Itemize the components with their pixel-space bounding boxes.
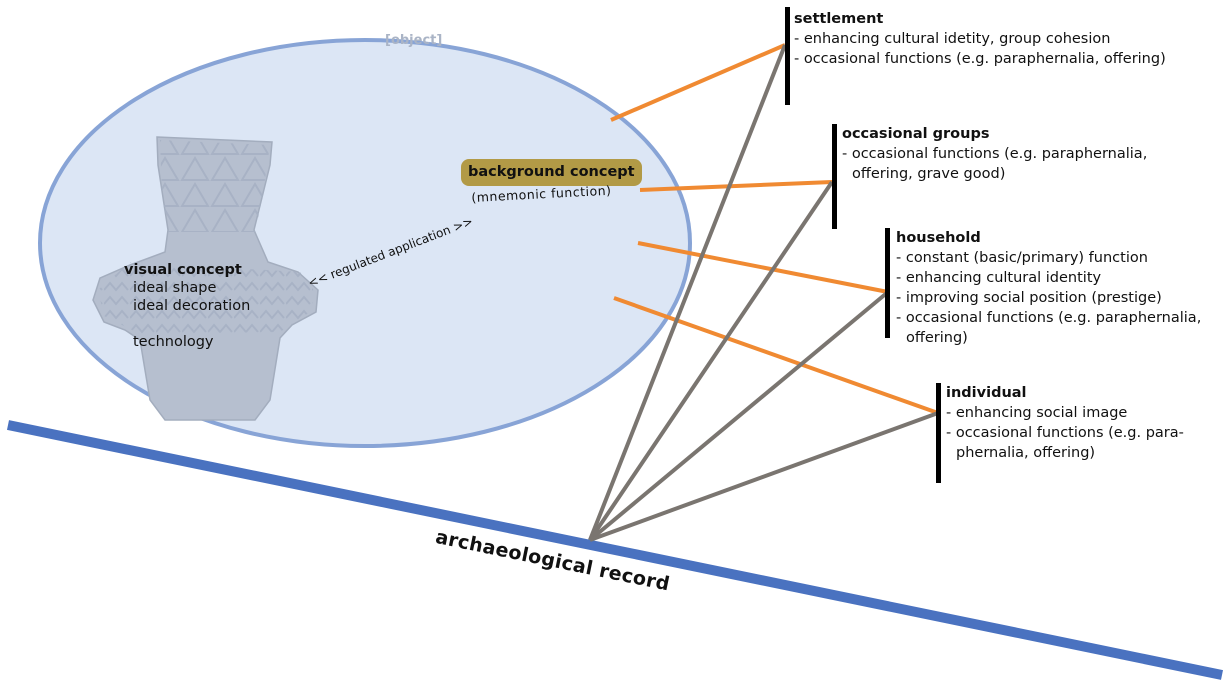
visual-concept-item: ideal decoration [133, 298, 251, 314]
level-item: - enhancing cultural identity [896, 270, 1102, 286]
object-ellipse [38, 38, 692, 448]
level-item: - enhancing social image [946, 405, 1128, 421]
bar-occasional-groups [832, 124, 837, 229]
gray-link-household [588, 290, 890, 542]
object-label: [object] [385, 33, 443, 48]
level-item: - improving social position (prestige) [896, 290, 1162, 306]
visual-concept-item: ideal shape [133, 280, 217, 296]
level-title: occasional groups [842, 126, 990, 142]
level-item: - occasional functions (e.g. paraphernal… [842, 146, 1148, 162]
level-occasional-groups: occasional groups - occasional functions… [842, 124, 1147, 184]
level-household: household - constant (basic/primary) fun… [896, 228, 1201, 348]
level-bars [785, 7, 941, 483]
ceramic-vessel-image [92, 136, 319, 421]
level-item: - enhancing cultural idetity, group cohe… [794, 31, 1111, 47]
archaeological-record-line [6, 420, 1224, 680]
orange-connectors [610, 43, 939, 415]
visual-concept-title: visual concept [124, 262, 242, 278]
level-title: household [896, 230, 981, 246]
level-item: - constant (basic/primary) function [896, 250, 1148, 266]
level-item: - occasional functions (e.g. paraphernal… [794, 51, 1166, 67]
level-settlement: settlement - enhancing cultural idetity,… [794, 9, 1166, 69]
orange-link-individual [613, 296, 939, 415]
orange-link-settlement [610, 43, 786, 122]
level-item: phernalia, offering) [956, 445, 1096, 461]
orange-link-household [637, 241, 889, 294]
level-item: - occasional functions (e.g. para- [946, 425, 1184, 441]
level-title: individual [946, 385, 1027, 401]
technology-label: technology [133, 334, 214, 350]
gray-link-settlement [588, 44, 787, 541]
level-item: - occasional functions (e.g. paraphernal… [896, 310, 1202, 326]
orange-link-occasional-groups [639, 180, 833, 192]
bar-individual [936, 383, 941, 483]
bar-household [885, 228, 890, 338]
gray-connectors [588, 44, 939, 542]
background-concept-title: background concept [461, 159, 642, 186]
gray-link-individual [589, 411, 939, 542]
level-title: settlement [794, 11, 884, 27]
gray-link-occasional-groups [588, 180, 834, 542]
bar-settlement [785, 7, 790, 105]
level-item: offering) [906, 330, 968, 346]
level-item: offering, grave good) [852, 166, 1006, 182]
level-individual: individual - enhancing social image - oc… [946, 383, 1184, 463]
